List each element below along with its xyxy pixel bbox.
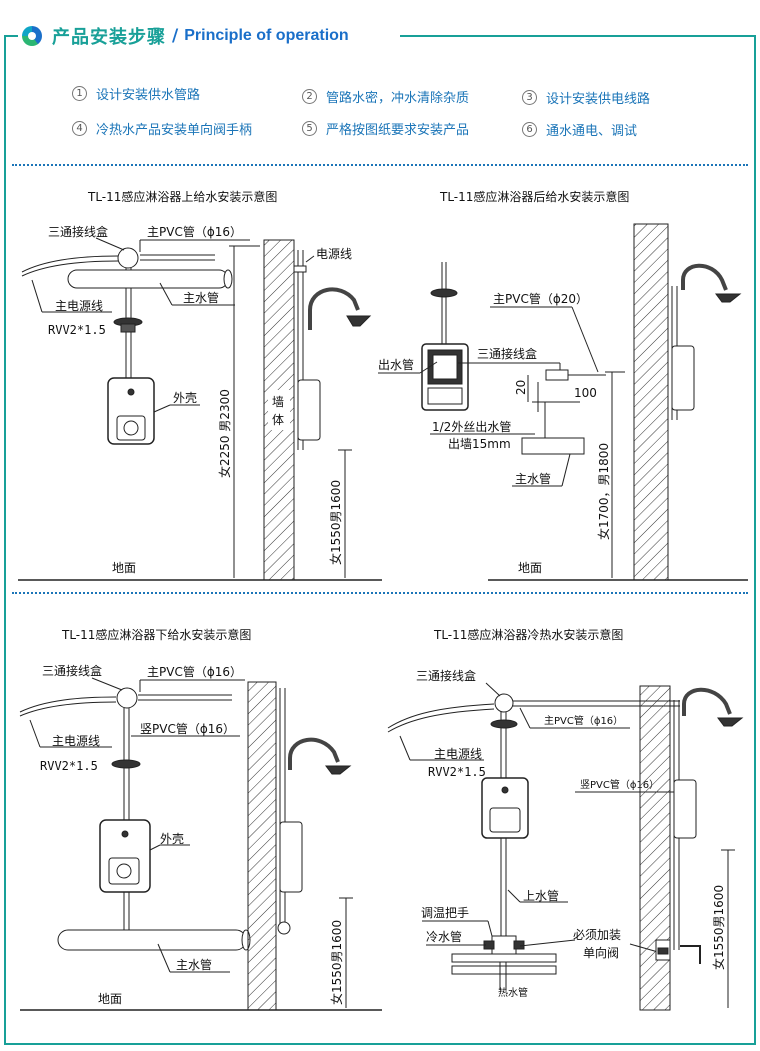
step-1: 1 设计安装供水管路 — [72, 84, 200, 103]
step-number: 6 — [522, 122, 537, 137]
label-height: 女1550男1600 — [711, 885, 726, 970]
diagram-bottom-feed: TL-11感应淋浴器下给水安装示意图 三通接线盒 主PVC管（ϕ16） 竖PVC… — [19, 627, 382, 1011]
diagram-title: TL-11感应淋浴器上给水安装示意图 — [87, 189, 277, 204]
label-dim-20: 20 — [514, 380, 528, 395]
step-number: 1 — [72, 86, 87, 101]
diagram-rear-feed: TL-11感应淋浴器后给水安装示意图 主PVC管（ϕ20） 出水管 三通接线盒 … — [378, 189, 748, 581]
label-pvc: 主PVC管（ϕ16） — [147, 664, 242, 679]
label-tee-box: 三通接线盒 — [477, 346, 537, 361]
label-height: 女1700，男1800 — [596, 443, 611, 540]
step-6: 6 通水通电、调试 — [522, 120, 637, 139]
step-number: 2 — [302, 89, 317, 104]
step-5: 5 严格按图纸要求安装产品 — [302, 119, 469, 138]
step-label: 严格按图纸要求安装产品 — [326, 123, 470, 138]
label-vpvc: 竖PVC管（ϕ16） — [580, 778, 659, 791]
label-pipe-thread: 1/2外丝出水管 — [432, 419, 511, 434]
diagram-title: TL-11感应淋浴器后给水安装示意图 — [439, 189, 629, 204]
label-tee-box: 三通接线盒 — [48, 224, 108, 239]
label-tee-box: 三通接线盒 — [416, 668, 476, 683]
label-floor: 地面 — [98, 992, 122, 1006]
section-header: 产品安装步骤 / Principle of operation — [18, 22, 355, 50]
label-cold: 冷水管 — [426, 929, 462, 944]
label-height-big: 女2250 男2300 — [217, 389, 232, 478]
step-4: 4 冷热水产品安装单向阀手柄 — [72, 119, 252, 138]
content-frame — [4, 35, 756, 1045]
label-handle: 调温把手 — [421, 906, 469, 920]
label-pvc: 主PVC管（ϕ20） — [493, 291, 588, 306]
label-height: 女1550男1600 — [329, 920, 344, 1005]
step-label: 设计安装供水管路 — [96, 88, 201, 103]
label-wall: 墙 — [272, 395, 284, 409]
label-floor: 地面 — [518, 561, 542, 575]
step-2: 2 管路水密，冲水清除杂质 — [302, 87, 469, 106]
label-main-pipe: 主水管 — [515, 471, 551, 486]
label-pvc: 主PVC管（ϕ16） — [147, 224, 242, 239]
label-vpvc: 竖PVC管（ϕ16） — [140, 721, 235, 736]
label-floor: 地面 — [112, 561, 136, 575]
label-power-line: 主电源线 — [434, 747, 482, 761]
label-dim-100: 100 — [574, 386, 597, 400]
step-number: 3 — [522, 90, 537, 105]
label-wall-2: 体 — [272, 413, 284, 427]
label-main-pipe: 主水管 — [183, 290, 219, 305]
title-separator: / — [172, 26, 179, 46]
label-power-line: 主电源线 — [52, 734, 100, 748]
brand-logo-icon — [22, 26, 42, 46]
label-up-pipe: 上水管 — [523, 888, 559, 903]
label-cable: RVV2*1.5 — [48, 323, 106, 337]
step-3: 3 设计安装供电线路 — [522, 88, 650, 107]
label-main-pipe: 主水管 — [176, 957, 212, 972]
step-label: 设计安装供电线路 — [546, 92, 651, 107]
label-hot: 热水管 — [498, 986, 528, 999]
diagram-mix-feed: TL-11感应淋浴器冷热水安装示意图 三通接线盒 主PVC管（ϕ16） 竖PVC… — [387, 627, 744, 1011]
divider-dotted — [12, 592, 748, 594]
label-shell: 外壳 — [173, 391, 197, 405]
header-rule-left — [4, 35, 20, 37]
label-shell: 外壳 — [160, 832, 184, 846]
step-label: 通水通电、调试 — [546, 124, 638, 139]
label-tee-box: 三通接线盒 — [42, 663, 102, 678]
step-label: 冷热水产品安装单向阀手柄 — [96, 123, 253, 138]
label-power-cord: 电源线 — [316, 247, 352, 261]
label-wall-out: 出墙15mm — [448, 437, 511, 451]
label-outlet: 出水管 — [378, 357, 414, 372]
label-cable: RVV2*1.5 — [40, 759, 98, 773]
section-title-cn: 产品安装步骤 — [52, 27, 166, 48]
header-rule-right — [400, 35, 756, 37]
label-pvc: 主PVC管（ϕ16） — [544, 714, 623, 727]
diagram-title: TL-11感应淋浴器冷热水安装示意图 — [433, 627, 623, 642]
step-number: 5 — [302, 121, 317, 136]
diagram-top-feed: TL-11感应淋浴器上给水安装示意图 三通接线盒 主PVC管（ϕ16） 主电源线… — [18, 189, 382, 581]
section-title-en: Principle of operation — [184, 27, 349, 44]
label-height-small: 女1550男1600 — [328, 480, 343, 565]
step-label: 管路水密，冲水清除杂质 — [326, 91, 470, 106]
step-number: 4 — [72, 121, 87, 136]
label-cable: RVV2*1.5 — [428, 765, 486, 779]
divider-dotted — [12, 164, 748, 166]
label-power-line: 主电源线 — [55, 299, 103, 313]
label-valve-1: 必须加装 — [573, 928, 621, 942]
diagram-title: TL-11感应淋浴器下给水安装示意图 — [61, 627, 251, 642]
label-valve-2: 单向阀 — [583, 945, 619, 960]
